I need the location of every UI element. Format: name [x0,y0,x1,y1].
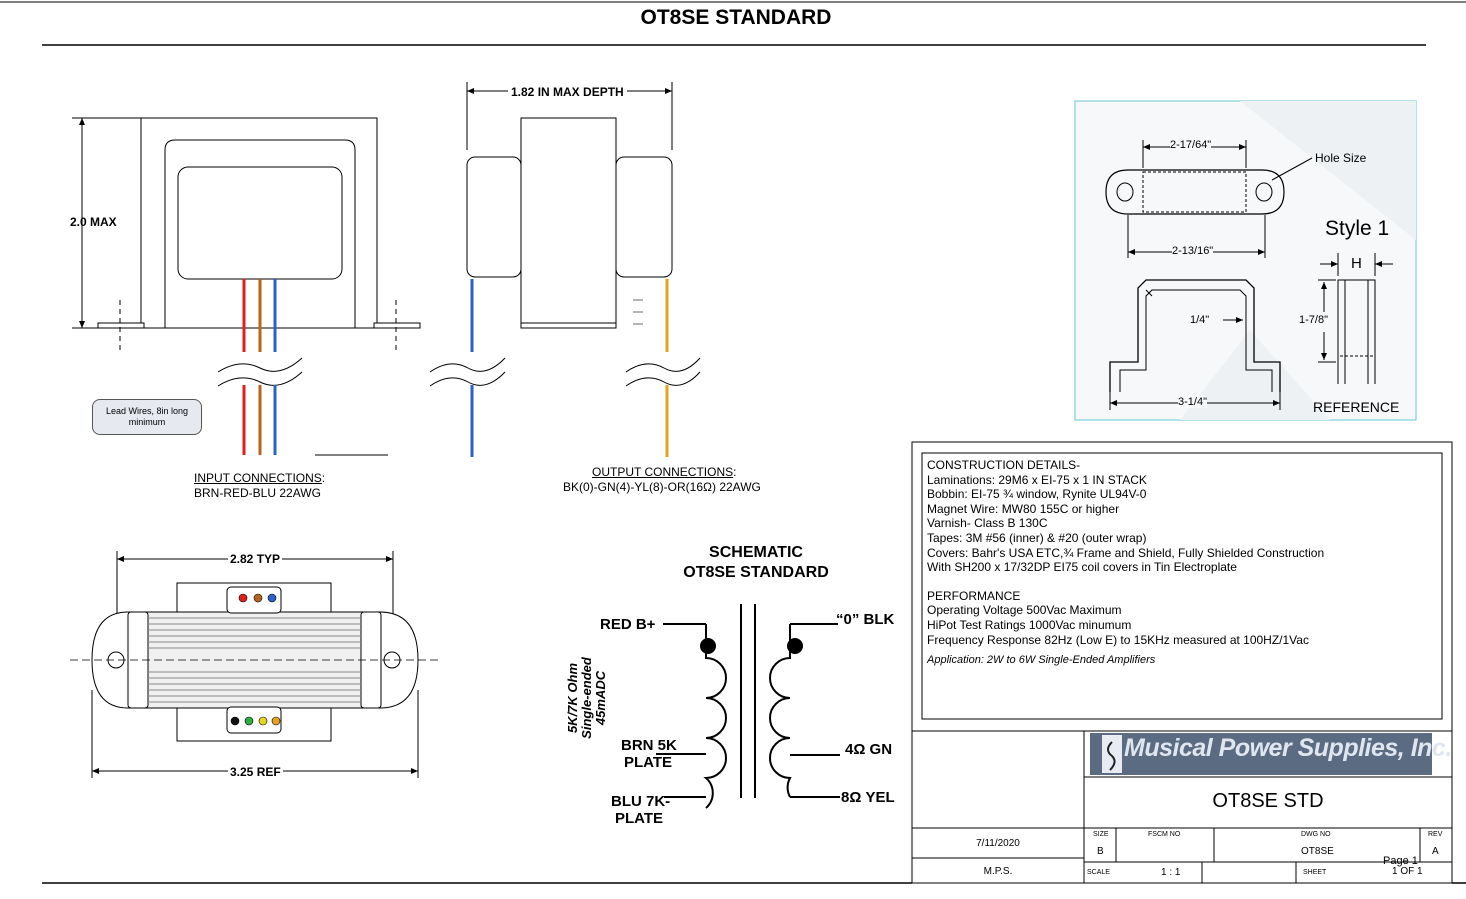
brn-label-2: PLATE [624,754,673,771]
rev-value: A [1432,846,1439,857]
brn-label-1: BRN 5K [621,737,677,754]
construction-line: Bobbin: EI-75 ¾ window, Rynite UL94V-0 [927,487,1147,502]
construction-line: Laminations: 29M6 x EI-75 x 1 IN STACK [927,472,1147,487]
sheet-value: 1 OF 1 [1392,866,1423,877]
construction-line: Tapes: 3M #56 (inner) & #20 (outer wrap) [927,530,1147,545]
performance-line: HiPot Test Ratings 1000Vac minumum [927,617,1132,632]
dwg-value: OT8SE [1301,846,1334,857]
dwg-label: DWG NO [1301,831,1331,838]
height-dimension: 2.0 MAX [70,215,117,229]
side-view [429,82,701,387]
blu-label-2: PLATE [615,810,664,827]
size-value: B [1097,846,1104,857]
drawing-date: 7/11/2020 [976,838,1020,849]
quarter-label: 1/4" [1190,314,1210,326]
reference-dimension: 3.25 REF [228,765,283,779]
coil-windings [148,617,361,703]
depth-dimension: 1.82 IN MAX DEPTH [508,85,627,99]
output-lead-wires [470,279,669,457]
title-block-frame [911,441,1453,884]
fscm-label: FSCM NO [1148,831,1181,838]
side-note-3: 45mADC [593,670,608,726]
output-connections-heading: OUTPUT CONNECTIONS: [592,465,736,479]
output-heading-text: OUTPUT CONNECTIONS [592,465,734,479]
red-b-plus-label: RED B+ [600,616,656,633]
performance-heading: PERFORMANCE [927,588,1021,603]
drawn-by: M.P.S. [983,866,1013,877]
yel-label: 8Ω YEL [841,789,895,806]
terminal-dots [230,593,281,726]
front-view [72,117,421,387]
rev-label: REV [1428,831,1443,838]
construction-heading: CONSTRUCTION DETAILS- [927,458,1081,472]
top-view [70,551,440,778]
side-note-2: Single-ended [579,657,594,739]
application-note: Application: 2W to 6W Single-Ended Ampli… [927,654,1156,667]
reference-panel [1074,100,1417,421]
height-label: 1-7/8" [1299,314,1328,326]
performance-line: Frequency Response 82Hz (Low E) to 15KHz… [927,632,1309,647]
schematic-title-2: OT8SE STANDARD [683,564,829,581]
ref-dim-top: 2-17/64" [1170,139,1212,151]
reference-caption: REFERENCE [1313,399,1400,415]
side-note-1: 5K/7K Ohm [565,662,580,734]
performance-line: Operating Voltage 500Vac Maximum [927,603,1122,618]
construction-line: With SH200 x 17/32DP EI75 coil covers in… [927,560,1237,575]
h-label: H [1351,255,1362,272]
drawing-title: OT8SE STANDARD [640,6,832,29]
input-heading-text: INPUT CONNECTIONS [194,471,322,485]
style-label: Style 1 [1325,217,1390,240]
input-connections-spec: BRN-RED-BLU 22AWG [194,486,321,500]
construction-line: Magnet Wire: MW80 155C or higher [927,501,1120,516]
input-heading-colon: : [321,471,326,485]
ref-dim-mid: 2-13/16" [1172,245,1214,257]
lead-note-line2: minimum [128,417,166,427]
drawing-number-title: OT8SE STD [1212,790,1324,812]
output-heading-colon: : [733,465,737,479]
construction-line: Varnish- Class B 130C [927,516,1048,531]
construction-details: CONSTRUCTION DETAILS- Laminations: 29M6 … [927,458,1324,668]
gn-label: 4Ω GN [845,741,893,758]
schematic-side-note: 5K/7K Ohm Single-ended 45mADC [565,638,608,758]
schematic-title-1: SCHEMATIC [709,544,803,561]
company-logo: Musical Power Supplies, Inc. [1124,734,1452,762]
size-label: SIZE [1093,831,1109,838]
lead-note-line1: Lead Wires, 8in long [105,406,189,416]
blk-label: “0” BLK [836,611,895,628]
lead-wire-note: Lead Wires, 8in long minimum [92,399,202,435]
page-number: Page 1 [1383,855,1418,867]
input-connections-heading: INPUT CONNECTIONS: [194,471,325,485]
scale-value: 1 : 1 [1161,867,1181,878]
width-dimension: 2.82 TYP [228,552,283,566]
input-lead-wires [242,279,277,455]
schematic-diagram [656,604,840,809]
construction-line: Covers: Bahr's USA ETC,¾ Frame and Shiel… [927,545,1325,560]
base-label: 3-1/4" [1178,396,1207,408]
sheet-label: SHEET [1303,869,1327,876]
scale-label: SCALE [1087,869,1110,876]
output-connections-spec: BK(0)-GN(4)-YL(8)-OR(16Ω) 22AWG [563,480,761,494]
hole-size-label: Hole Size [1315,151,1367,165]
blu-label-1: BLU 7K- [611,793,671,810]
